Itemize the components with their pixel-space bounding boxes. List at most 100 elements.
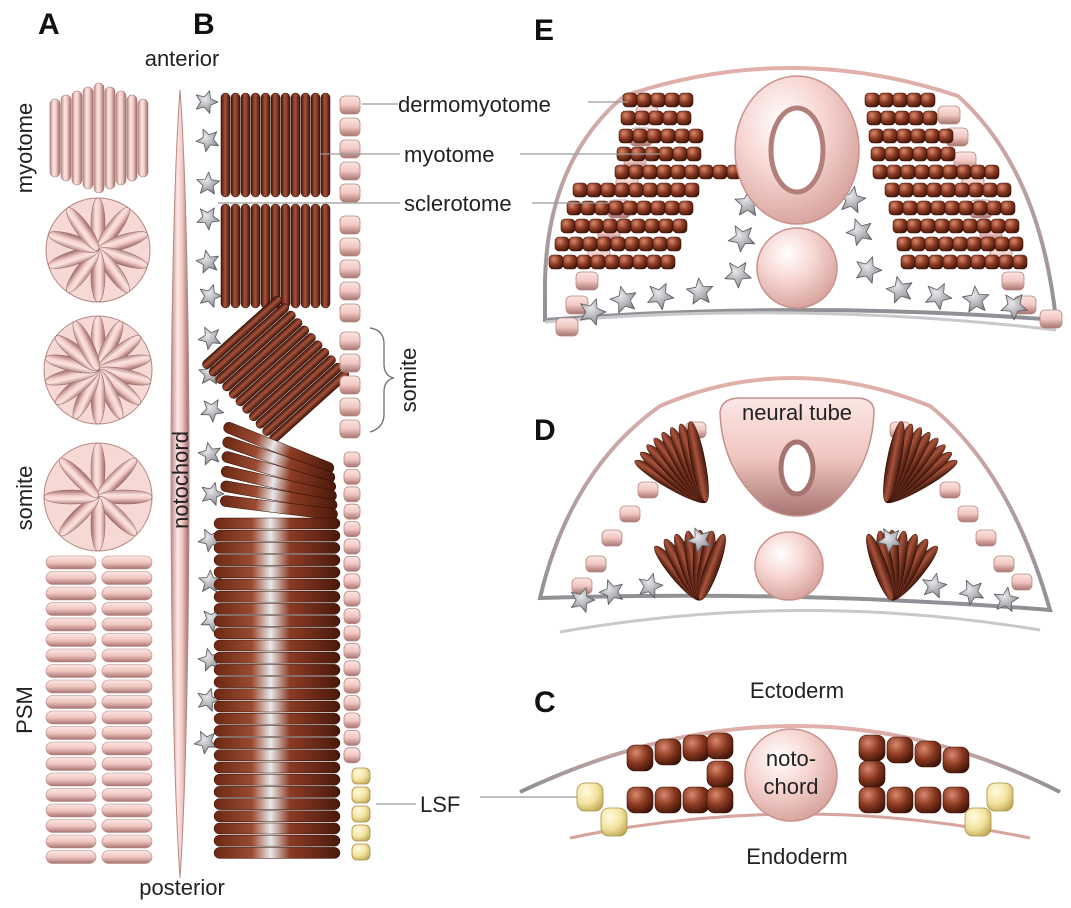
myotome-cube [899,147,913,161]
dermomyotome-cell [344,522,360,537]
myotome-fibre-b [271,204,280,308]
myotome-cube [683,735,709,761]
psm-stripe [214,530,340,541]
dermomyotome-cell [340,140,360,158]
myotome-cube [629,183,643,197]
myotome-cube [621,111,635,125]
psm-stripe [214,603,340,614]
myotome-cube [915,165,929,179]
myotome-cube [917,201,931,215]
myotome-cube [569,237,583,251]
myotome-fibre-b [231,204,240,308]
dermomyotome-cell [344,609,360,624]
dermomyotome-cell [340,376,360,394]
myotome-cube [913,183,927,197]
myotome-cube [887,737,913,763]
myotome-cube [549,255,563,269]
myotome-cube [673,219,687,233]
myotome-cube [653,237,667,251]
myotome-cube [667,237,681,251]
myotome-cube [969,183,983,197]
myotome-cube [897,237,911,251]
psm-stripe [214,701,340,712]
psm-cell [46,758,96,771]
dermomyotome-cell [586,556,606,572]
myotome-fibre-b [241,204,250,308]
myotome-cube [615,165,629,179]
psm-stripe [214,725,340,736]
psm-stripe [214,774,340,785]
myotome-cube [977,219,991,233]
myotome-cube [665,93,679,107]
psm-cell [102,789,152,802]
myotome-cube [577,255,591,269]
myotome-cube [907,93,921,107]
myotome-fibre-b [251,204,260,308]
psm-cell [46,773,96,786]
myotome-fibre-b [281,204,290,308]
myotome-cube [623,201,637,215]
myotome-cube [909,111,923,125]
sclerotome-star [200,285,222,308]
myotome-cube [633,129,647,143]
myotome-cube [881,111,895,125]
myotome-cube [637,93,651,107]
myotome-fibre-b [291,204,300,308]
myotome-cube [619,129,633,143]
myotome-cube [673,147,687,161]
psm-cell [46,618,96,631]
myotome-cube [991,219,1005,233]
sclerotome-star [197,172,220,194]
myotome-cube [1005,219,1019,233]
panel-d: neural tube [540,378,1050,632]
dermomyotome-cell [344,469,360,484]
myotome-cube [601,183,615,197]
dermomyotome-cell [572,578,592,594]
dermomyotome-cell [344,556,360,571]
myotome-cube [953,237,967,251]
myotome-cube [959,201,973,215]
myotome-cube [671,183,685,197]
psm-cell [46,789,96,802]
dermomyotome-cell [344,643,360,658]
psm-cell [102,680,152,693]
myotome-cube [925,129,939,143]
dermomyotome-cell [340,282,360,300]
myotome-cube [971,255,985,269]
myotome-cube [647,129,661,143]
label-neural-tube: neural tube [742,400,852,425]
myotome-cube [987,201,1001,215]
dermomyotome-cell [938,106,960,124]
myotome-fibre [116,91,126,185]
myotome-cube [895,111,909,125]
psm-stripe [214,518,340,529]
label-posterior: posterior [139,875,225,900]
myotome-cube [561,219,575,233]
lsf-cell [352,787,370,803]
label-anterior: anterior [145,46,220,71]
psm-stripe [214,786,340,797]
psm-stripe [214,640,340,651]
label-sclerotome-b: sclerotome [404,191,512,216]
psm-stripe [214,664,340,675]
psm-stripe [214,689,340,700]
myotome-cube [925,237,939,251]
label-notochord-c1: noto- [766,746,816,771]
myotome-fibre [105,87,115,189]
dermomyotome-cell [340,216,360,234]
myotome-cube [885,183,899,197]
label-notochord-c2: chord [763,774,818,799]
myotome-fibre [127,95,137,181]
psm-cell [46,851,96,864]
myotome-cube [921,93,935,107]
lsf-cell-c [965,808,991,836]
myotome-cube [555,237,569,251]
psm-stripe [214,713,340,724]
myotome-cube [901,255,915,269]
myotome-cube [973,201,987,215]
myotome-cube [943,747,969,773]
myotome-cube [647,255,661,269]
panel-label-e: E [534,14,554,47]
myotome-cube [707,761,733,787]
myotome-cube [679,93,693,107]
